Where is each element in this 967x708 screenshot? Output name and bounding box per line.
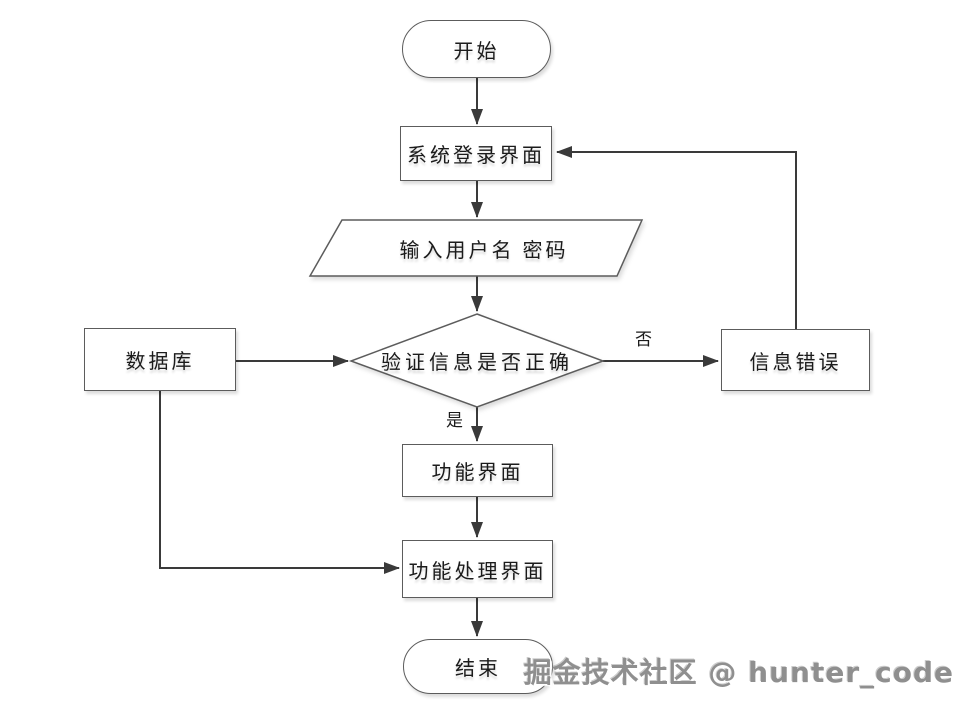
node-input-label: 输入用户名 密码 — [399, 239, 569, 262]
node-func: 功能界面 — [402, 444, 553, 497]
node-verify-label: 验证信息是否正确 — [381, 352, 573, 374]
node-start: 开始 — [402, 20, 551, 78]
edge-error-to-login — [556, 146, 797, 329]
node-end-label: 结束 — [455, 658, 501, 680]
node-error-label: 信息错误 — [749, 351, 842, 374]
node-start-label: 开始 — [453, 40, 500, 63]
node-funcprocess: 功能处理界面 — [402, 540, 553, 598]
edge-label-no: 否 — [635, 330, 652, 349]
io-parallelogram-shape — [308, 219, 644, 277]
node-funcprocess-label: 功能处理界面 — [408, 560, 547, 583]
node-database-label: 数据库 — [125, 351, 195, 373]
watermark-text: 掘金技术社区 @ hunter_code — [523, 656, 954, 689]
decision-diamond-shape — [348, 313, 606, 408]
node-database: 数据库 — [84, 328, 236, 391]
node-func-label: 功能界面 — [431, 462, 524, 484]
edge-database-to-funcprocess — [159, 391, 400, 574]
edge-label-yes: 是 — [446, 411, 463, 430]
node-login: 系统登录界面 — [400, 126, 552, 181]
node-login-label: 系统登录界面 — [407, 145, 545, 167]
node-error: 信息错误 — [721, 329, 870, 391]
node-end: 结束 — [403, 639, 553, 694]
